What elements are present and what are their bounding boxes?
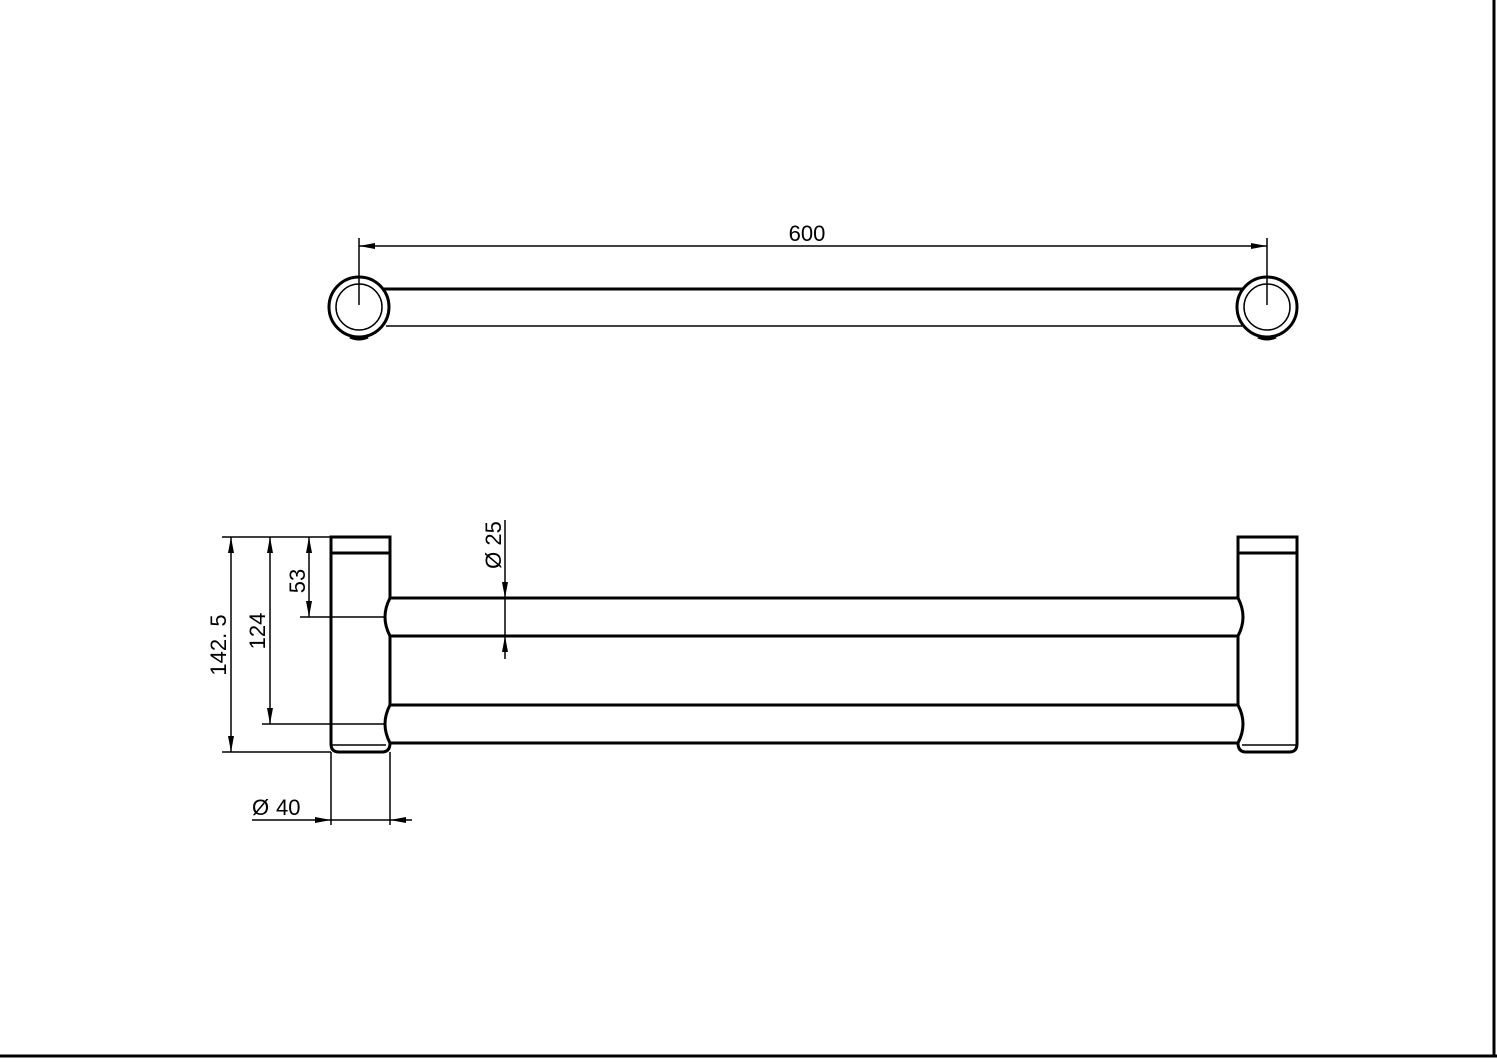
front-view: 142. 5 124 53 Ø 25 Ø 4 [206,520,1299,825]
dimension-label-142-5: 142. 5 [206,614,231,675]
dimension-53: 53 [285,537,312,617]
diameter-symbol: Ø [252,795,269,820]
dimension-label-diameter-25: Ø 25 [481,521,506,569]
right-bracket-front [1236,535,1299,754]
lower-rail [390,703,1238,745]
dimension-diameter-25: Ø 25 [481,520,508,659]
dimension-label-diameter-40: 40 [276,795,300,820]
dimension-label-53: 53 [285,569,310,593]
dimension-diameter-40: Ø 40 [252,795,412,823]
dimension-600: 600 [358,221,1268,305]
dimension-142-5: 142. 5 [206,537,234,752]
left-bracket-front [329,535,392,754]
upper-rail [390,596,1238,638]
dimension-124: 124 [245,537,273,724]
dimension-label-600: 600 [789,221,826,246]
dimension-label-124: 124 [245,613,270,650]
top-view: 600 [327,221,1299,341]
